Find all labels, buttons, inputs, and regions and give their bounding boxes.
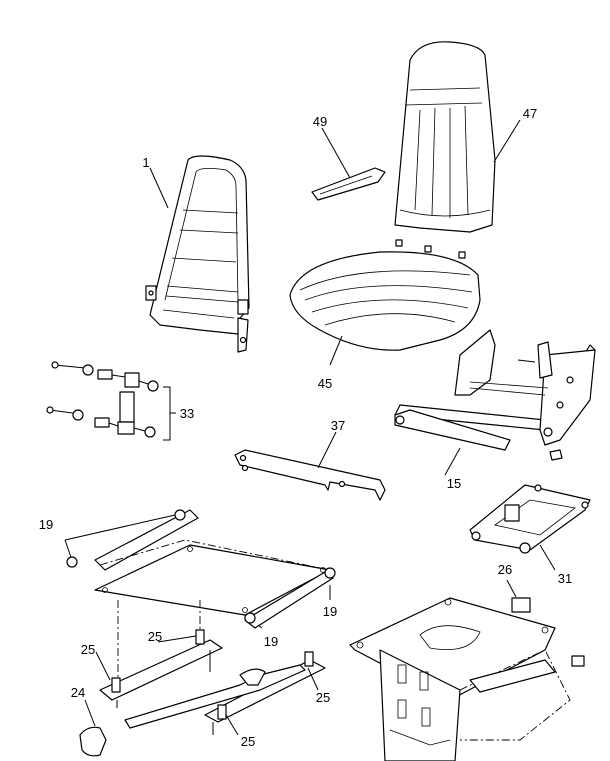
callout-19-upper-left: 19 xyxy=(39,517,53,532)
spacer-block-part xyxy=(506,579,531,613)
seat-pan-frame-part xyxy=(394,329,596,476)
knob-part xyxy=(79,699,107,757)
cushion-clips xyxy=(395,239,466,259)
callout-47: 47 xyxy=(523,106,537,121)
seat-back-cushion-part xyxy=(394,41,521,233)
callout-26: 26 xyxy=(498,562,512,577)
armrest-part xyxy=(311,127,386,201)
callout-15: 15 xyxy=(447,476,461,491)
spacer-frame-part xyxy=(469,484,591,571)
callout-19-right: 19 xyxy=(323,604,337,619)
seat-cushion-part xyxy=(289,251,481,366)
bracket-part xyxy=(234,431,386,501)
callout-31: 31 xyxy=(558,571,572,586)
callout-24: 24 xyxy=(71,685,85,700)
lower-rails-part xyxy=(95,600,326,736)
callout-45: 45 xyxy=(318,376,332,391)
callout-49: 49 xyxy=(313,114,327,129)
seat-base-riser-part xyxy=(349,597,585,761)
callout-25-left: 25 xyxy=(81,642,95,657)
slide-rail-assembly-part xyxy=(64,509,336,629)
callout-25-bottom: 25 xyxy=(241,734,255,749)
callout-33: 33 xyxy=(180,406,194,421)
callout-1: 1 xyxy=(142,155,149,170)
callout-25-right: 25 xyxy=(316,690,330,705)
shock-absorber-kit-part xyxy=(46,361,176,441)
callout-37: 37 xyxy=(331,418,345,433)
backrest-frame-part xyxy=(145,155,250,353)
callout-19-center: 19 xyxy=(264,634,278,649)
callout-25-upper: 25 xyxy=(148,629,162,644)
